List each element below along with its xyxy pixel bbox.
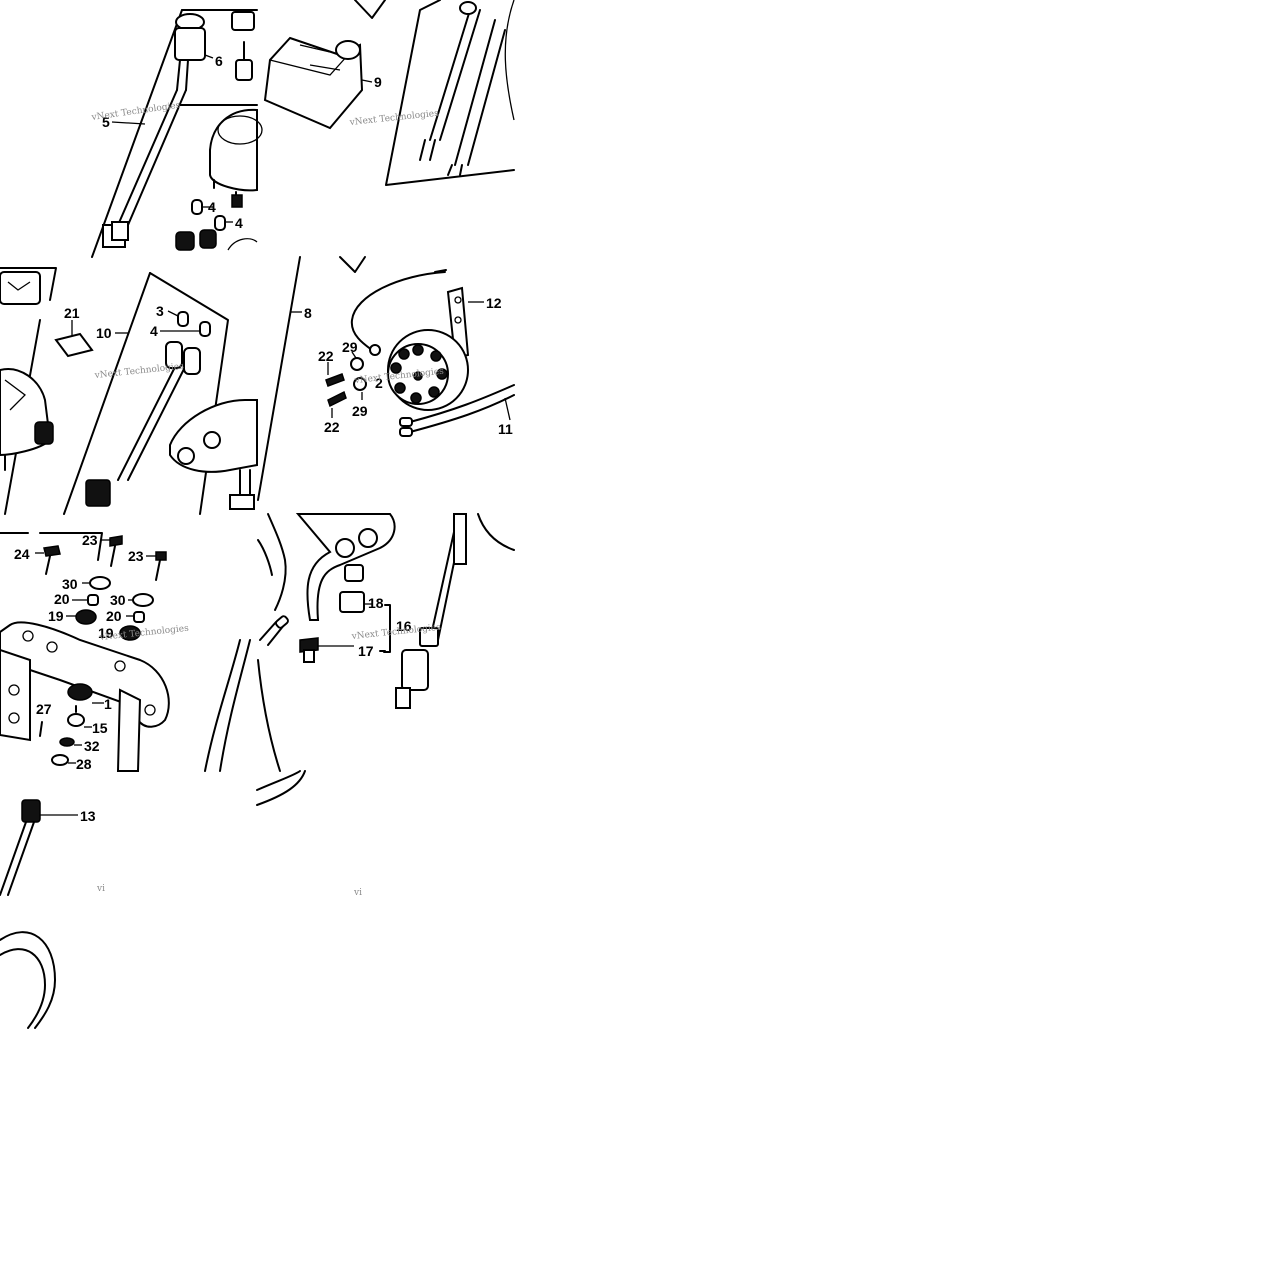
callout-17: 17 bbox=[358, 643, 374, 659]
callout-24: 24 bbox=[14, 546, 30, 562]
indicator-housing-part bbox=[263, 36, 364, 130]
callout-5: 5 bbox=[102, 114, 110, 130]
tile-middle-left: 21 10 3 4 vNext Technologies bbox=[0, 267, 258, 515]
horn-grille bbox=[390, 344, 448, 404]
callout-12: 12 bbox=[486, 295, 502, 311]
callout-8: 8 bbox=[304, 305, 312, 321]
watermark: vNext Technologies bbox=[90, 101, 181, 124]
watermark-fragment: vi bbox=[353, 888, 362, 898]
callout-22-lower: 22 bbox=[324, 419, 340, 435]
callout-19-left: 19 bbox=[48, 608, 64, 624]
tile-lower-center: 18 16 17 vNext Technologies bbox=[204, 513, 515, 772]
callout-9: 9 bbox=[374, 74, 382, 90]
callout-20-left: 20 bbox=[54, 591, 70, 607]
watermark: vNext Technologies bbox=[348, 109, 439, 128]
horn-part bbox=[387, 286, 470, 411]
callout-15: 15 bbox=[92, 720, 108, 736]
callout-30-left: 30 bbox=[62, 576, 78, 592]
watermark: vNext Technologies bbox=[93, 362, 184, 381]
callout-23-left: 23 bbox=[82, 532, 98, 548]
callout-27: 27 bbox=[36, 701, 52, 717]
callout-20-right: 20 bbox=[106, 608, 122, 624]
callout-4-middle: 4 bbox=[150, 323, 158, 339]
callout-1: 1 bbox=[104, 696, 112, 712]
callout-29-upper: 29 bbox=[342, 339, 358, 355]
tile-center: 8 12 11 bbox=[257, 256, 515, 501]
tile-lower-left: 24 23 23 30 20 30 19 20 19 bbox=[0, 532, 190, 772]
callout-29-lower: 29 bbox=[352, 403, 368, 419]
tile-top-left: 6 5 4 4 vNext Technologies bbox=[90, 9, 263, 258]
callout-23-right: 23 bbox=[128, 548, 144, 564]
callout-10: 10 bbox=[96, 325, 112, 341]
callout-16: 16 bbox=[396, 618, 412, 634]
callout-6: 6 bbox=[215, 53, 223, 69]
callout-4-lower: 4 bbox=[235, 215, 243, 231]
callout-13: 13 bbox=[80, 808, 96, 824]
callout-30-right: 30 bbox=[110, 592, 126, 608]
callout-22-upper: 22 bbox=[318, 348, 334, 364]
callout-21: 21 bbox=[64, 305, 80, 321]
tile-top-middle: 9 vNext Technologies bbox=[263, 0, 515, 186]
tile-bottom-center: vi bbox=[256, 770, 362, 898]
callout-32: 32 bbox=[84, 738, 100, 754]
callout-2: 2 bbox=[375, 375, 383, 391]
callout-4-upper: 4 bbox=[208, 199, 216, 215]
callout-3: 3 bbox=[156, 303, 164, 319]
callout-11: 11 bbox=[498, 421, 513, 437]
tile-bottom-left: 13 vi bbox=[0, 799, 105, 1029]
ignition-switch-part bbox=[102, 13, 206, 248]
meter-gauge-part bbox=[209, 108, 263, 208]
callout-18: 18 bbox=[368, 595, 384, 611]
callout-28: 28 bbox=[76, 756, 92, 772]
watermark-fragment: vi bbox=[96, 884, 105, 894]
callout-19-right: 19 bbox=[98, 625, 114, 641]
